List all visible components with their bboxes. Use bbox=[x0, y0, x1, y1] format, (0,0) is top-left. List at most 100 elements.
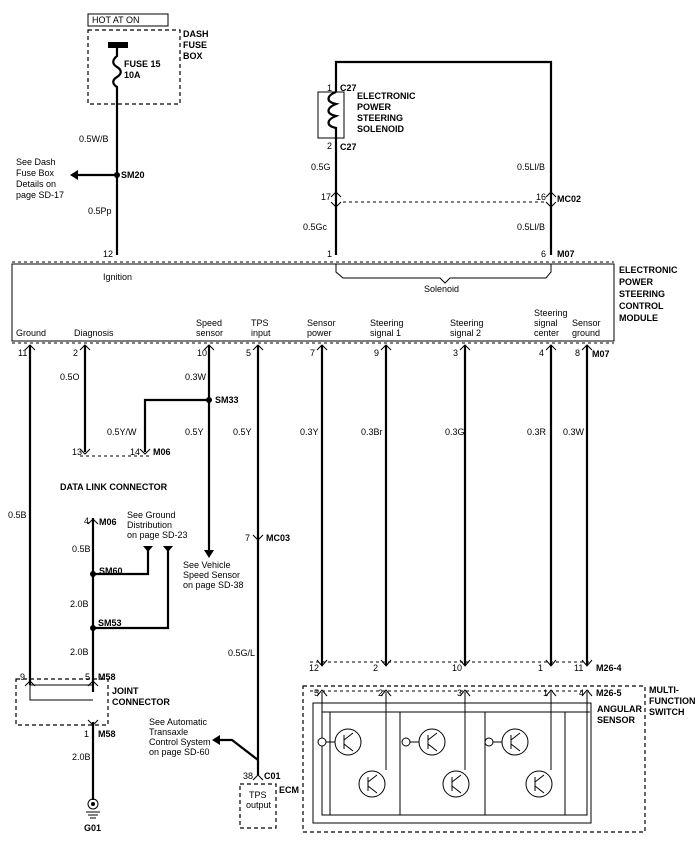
speed-branch-wire bbox=[143, 398, 209, 452]
control-module-box bbox=[11, 263, 615, 342]
pin-terminal bbox=[581, 659, 593, 667]
solenoid-right-wire bbox=[334, 60, 553, 255]
m26-4-pin: 12 bbox=[309, 663, 319, 673]
module-pin-label: Steering bbox=[370, 318, 404, 328]
pin-ignition: 12 bbox=[103, 249, 113, 259]
ground-g01: G01 bbox=[84, 823, 101, 833]
joint-name-1: JOINT bbox=[112, 686, 139, 696]
wire-0-5pp: 0.5Pp bbox=[88, 206, 112, 216]
module-pin-number: 5 bbox=[246, 348, 251, 358]
multi-function-switch bbox=[302, 685, 646, 833]
connector-c01: C01 bbox=[264, 771, 281, 781]
module-pin-label: center bbox=[534, 328, 559, 338]
m26-5-pin: 3 bbox=[457, 688, 462, 698]
pin-terminal bbox=[316, 659, 328, 667]
wire-0-5gc: 0.5Gc bbox=[303, 222, 328, 232]
connector-mc03: MC03 bbox=[266, 533, 290, 543]
wire-0-5y: 0.5Y bbox=[185, 427, 204, 437]
m26-5-pin: 2 bbox=[378, 688, 383, 698]
module-pin-label: signal bbox=[534, 318, 558, 328]
wire-0-3w: 0.3W bbox=[185, 372, 207, 382]
module-pin-number: 11 bbox=[18, 348, 27, 358]
wire-0-3br: 0.3Br bbox=[361, 427, 383, 437]
connector-m07-bottom: M07 bbox=[592, 349, 610, 359]
module-pin-number: 10 bbox=[197, 348, 207, 358]
connector-m07: M07 bbox=[557, 249, 575, 259]
fuse-box-label-1: DASH bbox=[183, 29, 209, 39]
module-pin-number: 8 bbox=[575, 348, 580, 358]
transistor-icon bbox=[442, 770, 470, 798]
solenoid-connector-top: C27 bbox=[340, 83, 357, 93]
module-pin-label: power bbox=[307, 328, 332, 338]
note-fusebox-3: Details on bbox=[16, 179, 56, 189]
m26-5-pin: 4 bbox=[579, 688, 584, 698]
module-name-4: CONTROL bbox=[619, 301, 664, 311]
connector-m26-4-label: M26-4 bbox=[596, 663, 622, 673]
transistor-icon bbox=[358, 770, 386, 798]
module-pin-number: 3 bbox=[453, 348, 458, 358]
phototransistor-icon bbox=[334, 728, 362, 756]
module-pin-label: signal 1 bbox=[370, 328, 401, 338]
solenoid-name-2: POWER bbox=[357, 102, 392, 112]
connector-m58: M58 bbox=[98, 672, 116, 682]
module-pin-number: 4 bbox=[539, 348, 544, 358]
module-pin-label: Speed bbox=[196, 318, 222, 328]
module-ignition: Ignition bbox=[103, 272, 132, 282]
note-atcs-4: on page SD-60 bbox=[149, 747, 210, 757]
module-pin-label: Ground bbox=[16, 328, 46, 338]
splice-sm20-label: SM20 bbox=[121, 170, 145, 180]
module-pin-number: 9 bbox=[374, 348, 379, 358]
dlc-connector: M06 bbox=[153, 447, 171, 457]
angular-sensor-box bbox=[312, 702, 592, 824]
wire-2-0b-2: 2.0B bbox=[70, 647, 89, 657]
splice-sm60-label: SM60 bbox=[99, 566, 123, 576]
led-icon bbox=[401, 737, 411, 747]
wire-0-5g: 0.5G bbox=[311, 162, 331, 172]
connector-m58-2: M58 bbox=[98, 729, 116, 739]
note-fusebox-4: page SD-17 bbox=[16, 190, 64, 200]
pin-terminal bbox=[380, 659, 392, 667]
angular-sensor-1: ANGULAR bbox=[597, 704, 642, 714]
pin-terminal bbox=[545, 659, 557, 667]
connector-m06: M06 bbox=[99, 517, 117, 527]
m26-4-pin: 1 bbox=[538, 663, 543, 673]
module-pin-label: Sensor bbox=[307, 318, 336, 328]
note-atcs-1: See Automatic bbox=[149, 717, 208, 727]
m26-4-pin: 11 bbox=[574, 663, 583, 673]
wire-0-3g: 0.3G bbox=[445, 427, 465, 437]
wire-0-3w-sg: 0.3W bbox=[563, 427, 585, 437]
joint-name-2: CONNECTOR bbox=[112, 697, 170, 707]
pin-terminal bbox=[545, 689, 557, 697]
splice-sm33 bbox=[206, 397, 212, 403]
splice-sm53-label: SM53 bbox=[98, 618, 122, 628]
wire-0-5lb-2: 0.5Ll/B bbox=[517, 222, 545, 232]
module-pin-label: sensor bbox=[196, 328, 223, 338]
m26-5-pin: 5 bbox=[314, 688, 319, 698]
arrow-left-icon bbox=[70, 170, 78, 180]
led-icon bbox=[317, 737, 327, 747]
connector-m26-5-label: M26-5 bbox=[596, 688, 622, 698]
hot-at-on-box bbox=[87, 13, 169, 27]
multi-function-2: FUNCTION bbox=[649, 696, 696, 706]
module-pin-number: 7 bbox=[310, 348, 315, 358]
wire-0-5yw: 0.5Y/W bbox=[107, 427, 137, 437]
sensor-internal-wiring bbox=[321, 692, 590, 816]
m26-4-pin: 2 bbox=[373, 663, 378, 673]
wire-0-5lb: 0.5Ll/B bbox=[517, 162, 545, 172]
m58-pin-1: 1 bbox=[84, 729, 89, 739]
tps-output-1: TPS bbox=[249, 790, 267, 800]
module-name-2: POWER bbox=[619, 277, 654, 287]
solenoid-pin1: 1 bbox=[327, 83, 332, 93]
module-pin-label: Sensor bbox=[572, 318, 601, 328]
multi-function-3: SWITCH bbox=[649, 707, 685, 717]
angular-sensor-2: SENSOR bbox=[597, 715, 636, 725]
led-icon bbox=[484, 737, 494, 747]
ground-arrow-icon-2 bbox=[163, 546, 173, 552]
fuse-name: FUSE 15 bbox=[124, 59, 161, 69]
fuse-box-label-2: FUSE bbox=[183, 40, 207, 50]
module-pin-label: input bbox=[251, 328, 271, 338]
note-ground-3: on page SD-23 bbox=[127, 530, 188, 540]
bus-bar bbox=[108, 42, 128, 48]
solenoid-coil bbox=[327, 90, 340, 138]
